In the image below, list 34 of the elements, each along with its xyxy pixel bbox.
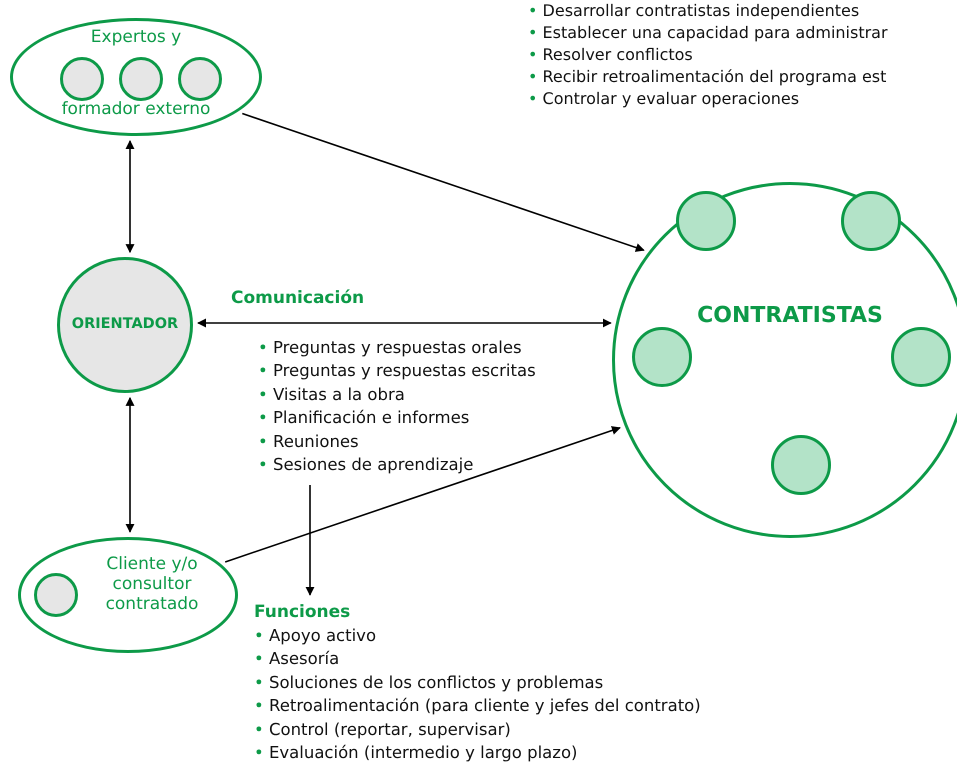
arrow	[197, 318, 612, 328]
arrow	[242, 112, 645, 252]
bullet-item: • Controlar y evaluar operaciones	[528, 88, 800, 110]
bullet-item: • Preguntas y respuestas escritas	[258, 360, 537, 382]
role-label: CONTRATISTAS	[696, 303, 884, 328]
bullet-item: • Planificación e informes	[258, 407, 470, 430]
person-circle	[119, 57, 163, 101]
bullet-item: • Asesoría	[254, 648, 340, 670]
role-label: ORIENTADOR	[70, 316, 180, 332]
bullet-item: • Desarrollar contratistas independientes	[528, 0, 860, 22]
bullet-item: • Reuniones	[258, 430, 360, 453]
bullet-item: • Control (reportar, supervisar)	[254, 718, 512, 741]
arrow	[306, 485, 314, 596]
bullet-item: • Evaluación (intermedio y largo plazo)	[254, 742, 578, 764]
arrow	[224, 426, 621, 563]
bullet-item: • Sesiones de aprendizaje	[258, 454, 474, 476]
bullet-item: • Retroalimentación (para cliente y jefes del contrato)	[254, 695, 702, 718]
person-circle	[34, 573, 78, 617]
bullet-item: • Establecer una capacidad para administrar	[528, 22, 888, 44]
person-circle	[60, 57, 104, 101]
bullet-item: • Soluciones de los conflictos y problemas	[254, 672, 604, 694]
bullet-item: • Recibir retroalimentación del programa est	[528, 66, 888, 88]
bullet-item: • Visitas a la obra	[258, 384, 406, 406]
bullet-item: • Resolver conflictos	[528, 44, 694, 66]
arrow	[126, 140, 134, 254]
edge-label: Comunicación	[230, 288, 364, 308]
group-label: Cliente y/o consultor contratado	[104, 554, 200, 614]
bullet-item: • Apoyo activo	[254, 625, 378, 647]
section-heading: Funciones	[254, 601, 352, 624]
group-label: formador externo	[60, 99, 212, 119]
bullet-item: • Preguntas y respuestas orales	[258, 337, 523, 359]
arrow	[126, 396, 134, 533]
person-circle	[178, 57, 222, 101]
group-label: Expertos y	[90, 27, 182, 47]
